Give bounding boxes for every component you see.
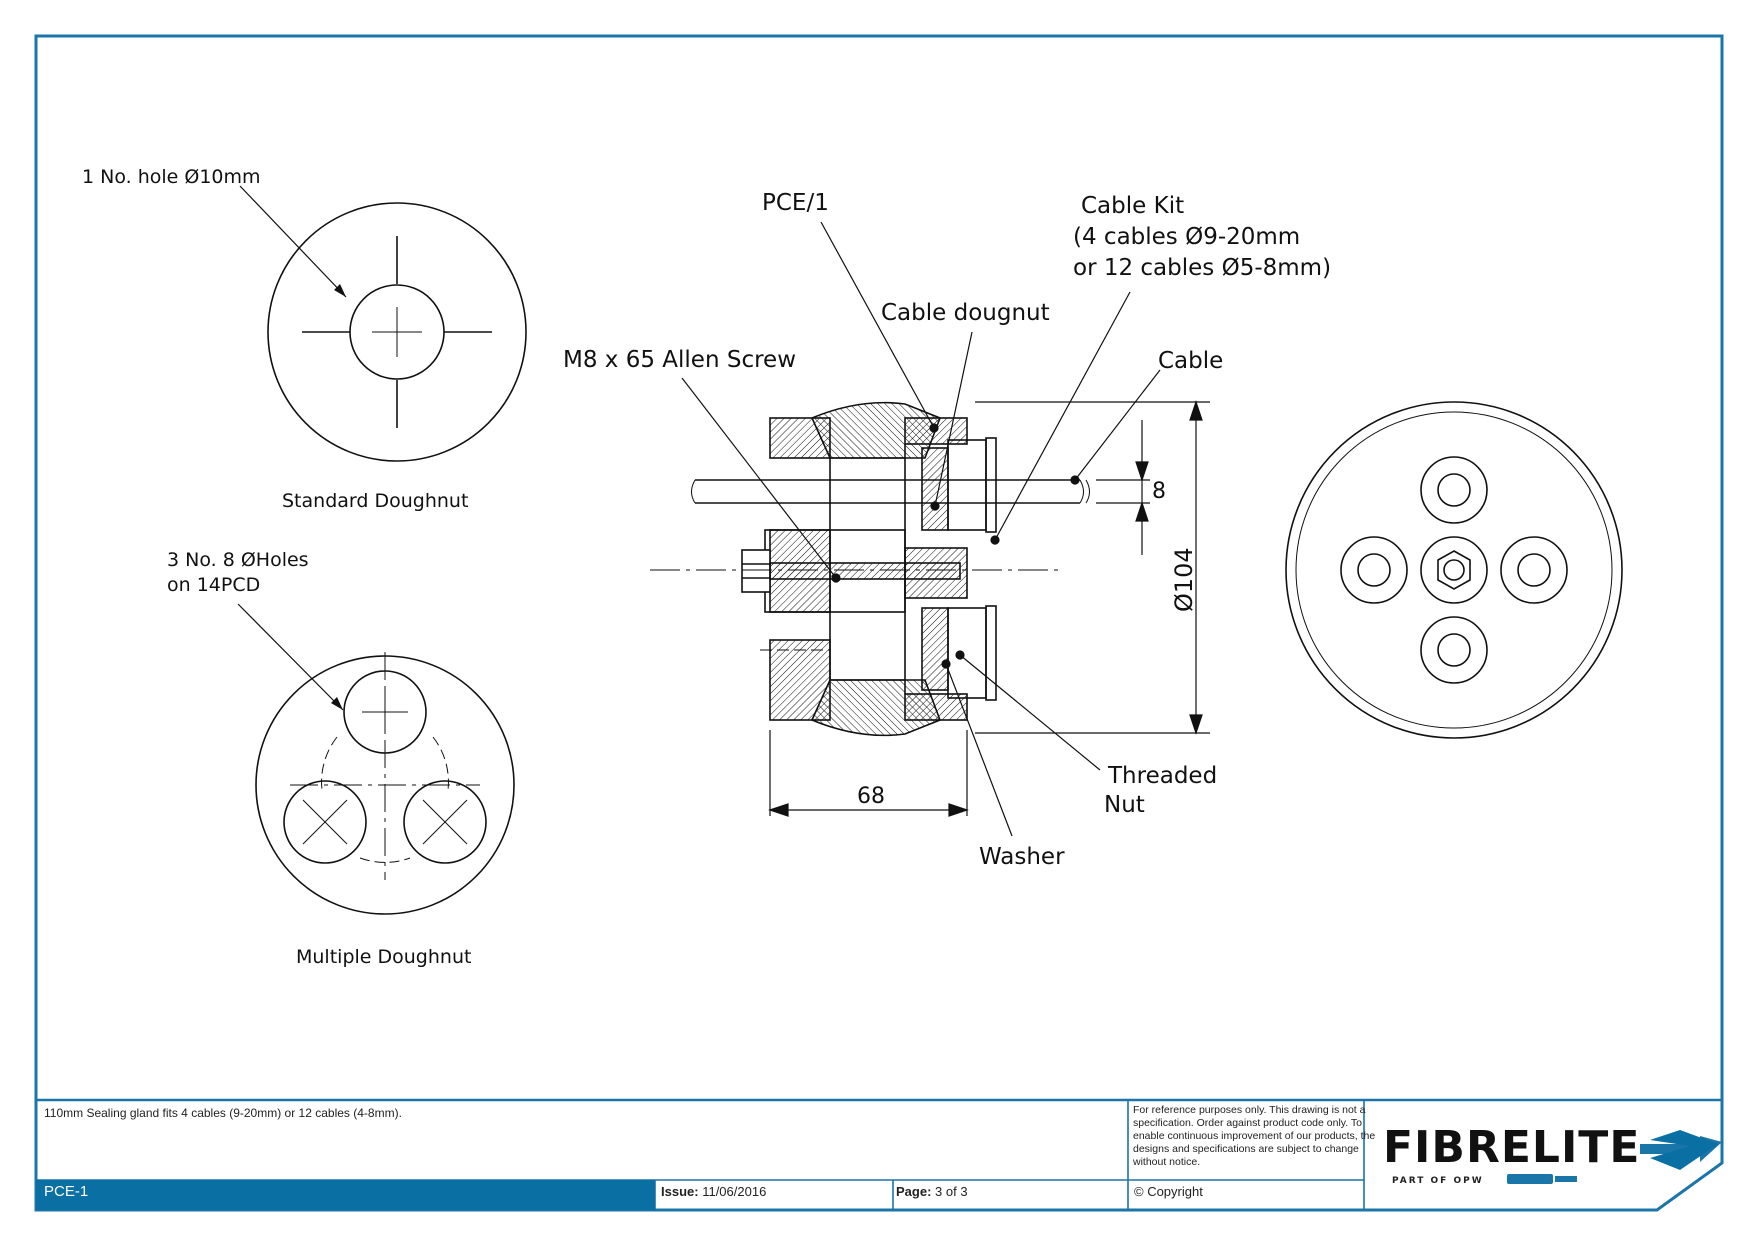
cable-kit-label-line1: Cable Kit [1081,193,1184,219]
cable-kit-label-line2: (4 cables Ø9-20mm [1073,224,1300,250]
brand-subtitle: PART OF OPW [1392,1176,1484,1186]
page-value: 3 of 3 [935,1184,968,1199]
multiple-holes-label-line2: on 14PCD [167,574,260,596]
disclaimer-text: For reference purposes only. This drawin… [1133,1104,1376,1168]
opw-badge-tail [1555,1176,1577,1182]
multiple-doughnut-view [255,652,515,915]
multiple-doughnut-title: Multiple Doughnut [296,946,471,968]
page-label: Page: [896,1184,932,1199]
drawing-description: 110mm Sealing gland fits 4 cables (9-20m… [44,1106,402,1120]
cable-kit-label-line3: or 12 cables Ø5-8mm) [1073,255,1331,281]
length-dimension: 68 [857,784,885,809]
standard-doughnut-title: Standard Doughnut [282,490,468,512]
section-leaders [681,221,1161,837]
section-view [650,401,1090,737]
end-view [1285,401,1623,739]
cable-dia-dimension: 8 [1152,479,1166,504]
cable-label: Cable [1158,348,1223,374]
threaded-nut-label-line2: Nut [1104,792,1145,818]
copyright-text: © Copyright [1134,1184,1203,1199]
issue-field: Issue: 11/06/2016 [661,1184,766,1199]
multiple-holes-leader [237,603,344,711]
title-block: 110mm Sealing gland fits 4 cables (9-20m… [36,1100,1722,1210]
document-number: PCE-1 [44,1183,89,1200]
doc-number-bar [36,1180,655,1210]
multiple-holes-label-line1: 3 No. 8 ØHoles [167,549,309,571]
issue-value: 11/06/2016 [702,1184,767,1199]
standard-doughnut-view [267,202,527,462]
standard-hole-label: 1 No. hole Ø10mm [82,166,261,188]
opw-badge [1507,1174,1553,1184]
cable-doughnut-label: Cable dougnut [881,300,1050,326]
washer-label: Washer [979,844,1065,870]
pce-label: PCE/1 [762,190,829,216]
standard-hole-leader [239,185,347,298]
sheet-frame [34,34,1724,1212]
outer-dia-dimension: Ø104 [1170,547,1198,612]
brand-arrow-icon [1640,1130,1722,1170]
brand-logo-text: FIBRELITE [1383,1122,1641,1173]
threaded-nut-label-line1: Threaded [1107,763,1217,789]
dimension-lines [768,400,1210,817]
allen-screw-label: M8 x 65 Allen Screw [563,347,796,373]
issue-label: Issue: [661,1184,699,1199]
page-field: Page: 3 of 3 [896,1184,968,1199]
